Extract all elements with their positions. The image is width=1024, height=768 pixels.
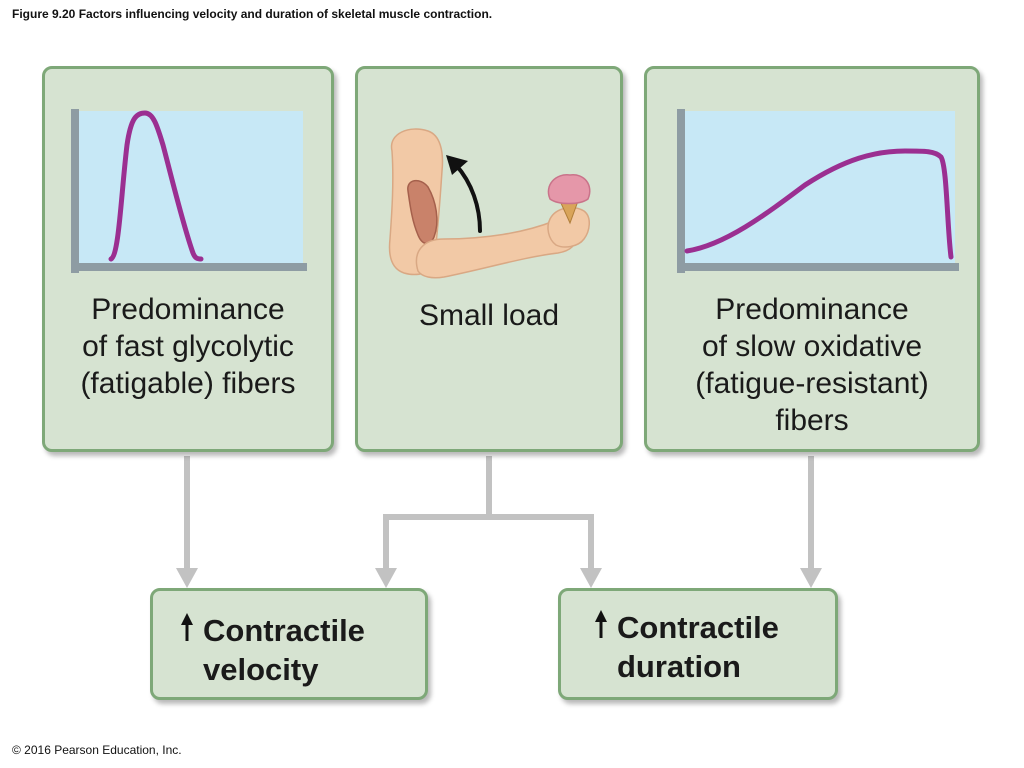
up-arrow-icon (181, 613, 193, 641)
copyright-notice: © 2016 Pearson Education, Inc. (12, 743, 182, 757)
graph-x-axis (71, 263, 307, 271)
twitch-curve (684, 148, 954, 260)
slow-twitch-curve-graph (677, 109, 959, 273)
contractile-velocity-label: Contractile velocity (181, 611, 365, 689)
fast-glycolytic-label: Predominance of fast glycolytic (fatigab… (80, 293, 296, 400)
motion-arrow-shaft (454, 163, 482, 233)
motion-arrow-head (446, 155, 468, 175)
biceps-muscle (407, 179, 438, 245)
fast-twitch-curve-graph (71, 109, 307, 273)
slow-oxidative-box: Predominance of slow oxidative (fatigue-… (644, 66, 980, 452)
contractile-duration-label: Contractile duration (595, 608, 779, 686)
slow-oxidative-label: Predominance of slow oxidative (fatigue-… (695, 293, 929, 437)
twitch-curve (108, 110, 204, 262)
contractile-duration-box: Contractile duration (558, 588, 838, 700)
up-arrow-icon (595, 610, 607, 638)
contractile-velocity-box: Contractile velocity (150, 588, 428, 700)
connector-load-branch (383, 514, 594, 570)
figure-title: Figure 9.20 Factors influencing velocity… (12, 7, 493, 21)
arrowhead-duration-right (800, 568, 822, 588)
fast-glycolytic-box: Predominance of fast glycolytic (fatigab… (42, 66, 334, 452)
graph-y-axis (71, 109, 79, 273)
graph-y-axis (677, 109, 685, 273)
arrowhead-duration-left (580, 568, 602, 588)
small-load-box: Small load (355, 66, 623, 452)
ice-cream-scoop (547, 174, 591, 205)
arrowhead-velocity-right (375, 568, 397, 588)
arrowhead-velocity-left (176, 568, 198, 588)
arm-lifting-ice-cream-illustration (388, 128, 591, 279)
small-load-label: Small load (418, 299, 560, 332)
graph-x-axis (677, 263, 959, 271)
